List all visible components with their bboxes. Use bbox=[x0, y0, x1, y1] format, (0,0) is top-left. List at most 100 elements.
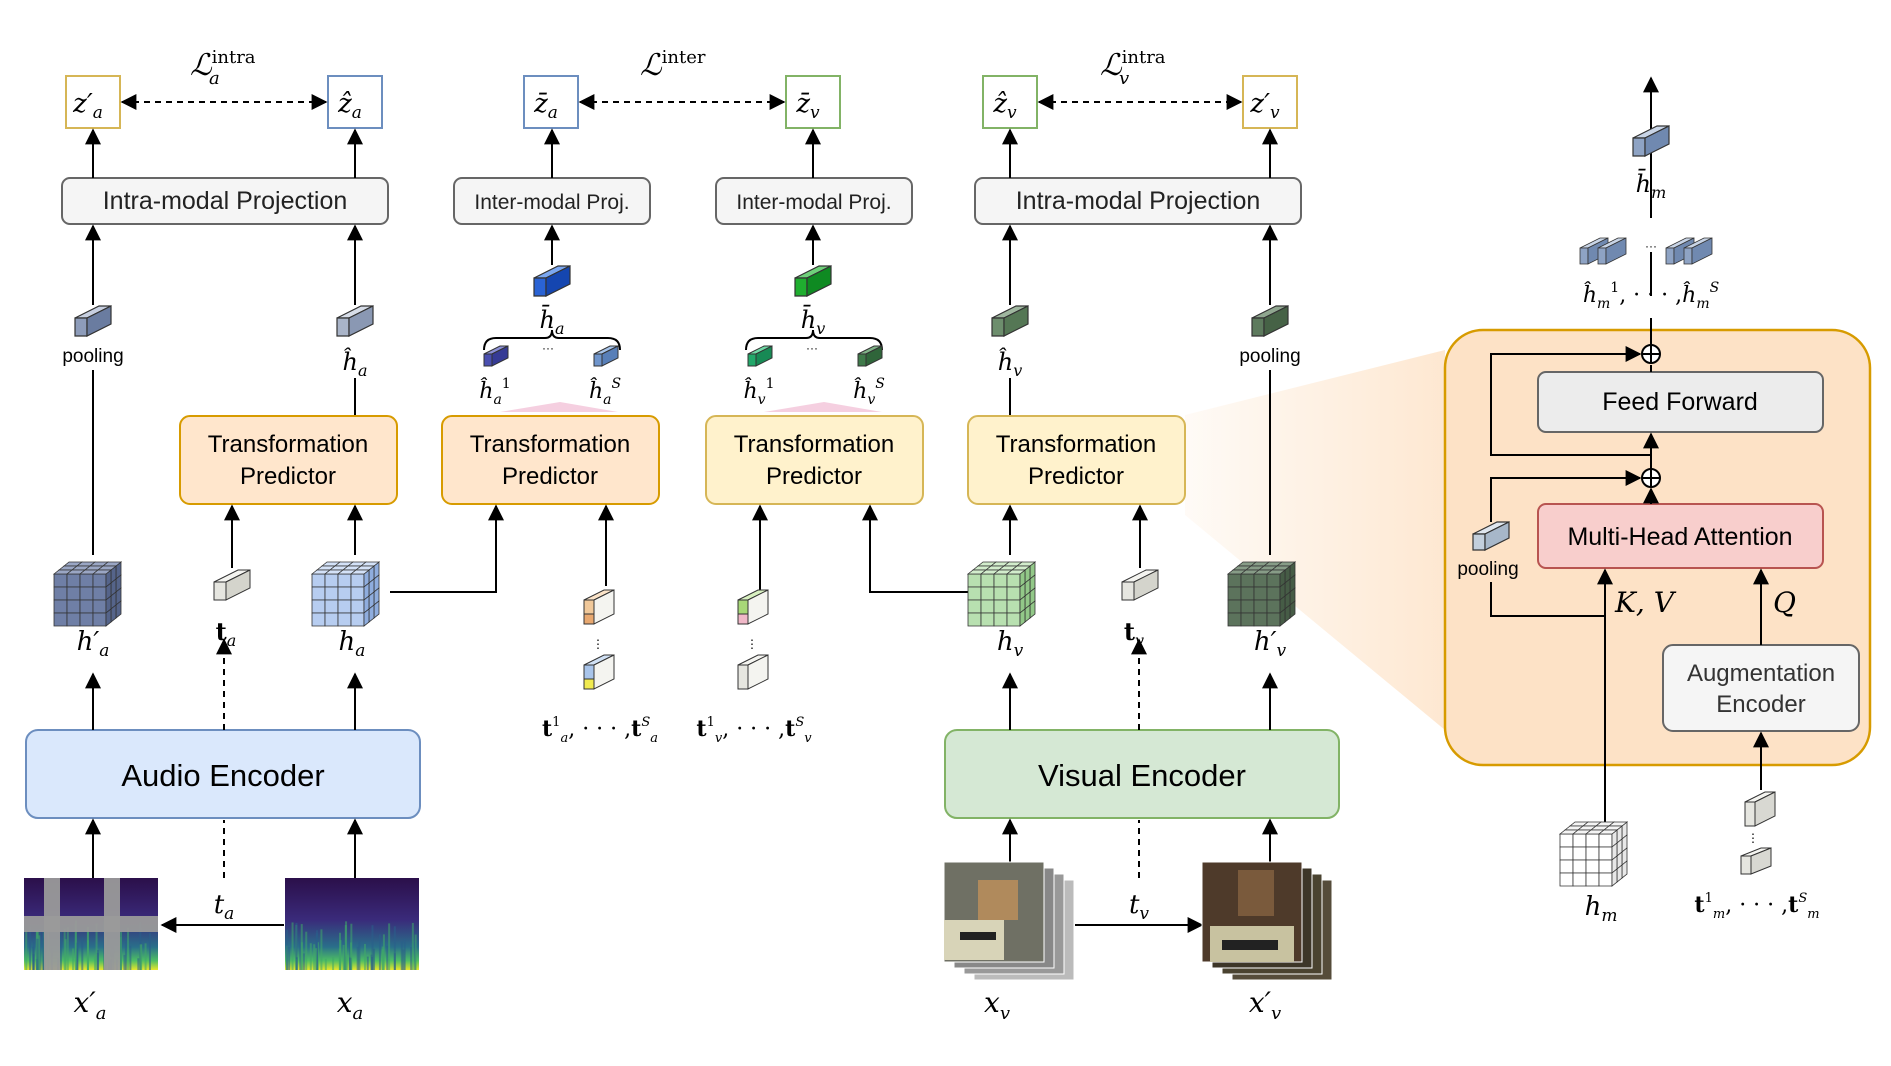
svg-text:Audio Encoder: Audio Encoder bbox=[121, 758, 324, 793]
x-audio-label: xa bbox=[337, 986, 364, 1024]
loss-intra-audio-sub: a bbox=[209, 68, 220, 89]
inter-modal-projection-audio: Inter-modal Proj. bbox=[453, 177, 651, 225]
spectrogram-stripe bbox=[332, 956, 335, 970]
svg-text:Predictor: Predictor bbox=[240, 463, 336, 490]
ellipsis-audio: ··· bbox=[542, 341, 554, 355]
svg-text:⋮: ⋮ bbox=[592, 637, 604, 651]
svg-text:Feed Forward: Feed Forward bbox=[1602, 388, 1758, 416]
h-hat-visual-set-cubes bbox=[747, 345, 883, 367]
spectrogram-stripe bbox=[127, 927, 130, 970]
zoom-wedge bbox=[1185, 350, 1445, 730]
transformation-predictor-2: Transformation Predictor bbox=[441, 415, 660, 505]
z-hat-v-label: ẑv bbox=[992, 89, 1017, 123]
ellipsis-hm: ··· bbox=[1645, 239, 1657, 253]
transform-dashed-arrows bbox=[216, 638, 1147, 878]
spectrogram-stripe bbox=[403, 938, 406, 970]
h-hat-audio-label: ĥa bbox=[342, 347, 367, 380]
spectrogram-stripe bbox=[378, 934, 381, 970]
spectrogram-stripe bbox=[39, 928, 42, 970]
spectrogram-stripe bbox=[348, 957, 351, 970]
svg-text:⋮: ⋮ bbox=[1747, 831, 1759, 845]
z-hat-a-label: ẑa bbox=[337, 89, 362, 123]
spectrogram-stripe bbox=[295, 957, 298, 970]
spectrogram-stripe bbox=[324, 958, 327, 970]
z-prime-a-label: z′a bbox=[72, 89, 103, 123]
svg-text:⋮: ⋮ bbox=[746, 637, 758, 651]
h-hat-v-1-label: ĥv1 bbox=[743, 376, 774, 408]
pooling-label-audio: pooling bbox=[62, 346, 123, 367]
spectrogram-stripe bbox=[120, 931, 123, 970]
transformation-predictor-1: Transformation Predictor bbox=[179, 415, 398, 505]
spectrogram-stripe bbox=[371, 925, 374, 970]
h-prime-visual-label: h′v bbox=[1254, 627, 1287, 661]
h-bar-audio-label: h̄a bbox=[539, 305, 564, 338]
transformation-predictor-3: Transformation Predictor bbox=[705, 415, 924, 505]
visual-encoder-block: Visual Encoder bbox=[944, 729, 1340, 819]
pooled-audio-cube bbox=[74, 305, 112, 337]
spectrogram-stripe bbox=[137, 958, 140, 970]
spectrogram-stripe bbox=[64, 939, 67, 970]
h-hat-m-cube bbox=[1597, 237, 1627, 265]
spectrogram-stripe bbox=[129, 945, 132, 970]
svg-text:Transformation: Transformation bbox=[208, 431, 369, 458]
spectrogram-stripe bbox=[411, 922, 414, 970]
spectrogram-stripe bbox=[32, 938, 35, 970]
t-a-lower: ta bbox=[214, 890, 235, 924]
spectrogram-stripe bbox=[144, 943, 147, 970]
t-v-set-cubes: ⋮ bbox=[737, 589, 769, 690]
spectrogram-stripe bbox=[346, 954, 349, 970]
spectrogram-stripe bbox=[76, 942, 79, 970]
svg-text:Transformation: Transformation bbox=[470, 431, 631, 458]
h-hat-audio-cube bbox=[336, 305, 374, 337]
spectrogram-stripe bbox=[363, 943, 366, 970]
spectrogram-stripe bbox=[366, 956, 369, 970]
spectrogram-stripe bbox=[295, 922, 298, 970]
h-hat-v-S-label: ĥvS bbox=[853, 376, 885, 408]
h-prime-visual-tensor bbox=[1226, 561, 1297, 627]
spectrogram-stripe bbox=[36, 938, 39, 970]
t-m-set-label: t1m, · · · ,tSm bbox=[1694, 891, 1819, 922]
inter-modal-projection-visual: Inter-modal Proj. bbox=[715, 177, 913, 225]
h-hat-m-set-label: ĥm1, · · · ,ĥmS bbox=[1583, 280, 1719, 312]
ellipsis-visual: ··· bbox=[806, 341, 818, 355]
z-prime-v-label: z′v bbox=[1249, 89, 1280, 123]
h-visual-label: hv bbox=[997, 627, 1024, 661]
spectrogram-stripe bbox=[286, 929, 289, 970]
spectrogram-stripe bbox=[74, 920, 77, 970]
z-hat-v-box bbox=[982, 75, 1038, 129]
spectrogram-stripe bbox=[388, 923, 391, 970]
h-visual-tensor bbox=[966, 561, 1037, 627]
spectrogram-stripe bbox=[350, 923, 353, 970]
spectrogram-stripe bbox=[342, 944, 345, 970]
t-v-cube bbox=[1121, 569, 1159, 601]
spectrogram-stripe bbox=[29, 926, 32, 970]
t-v-lower: tv bbox=[1129, 890, 1149, 924]
intra-modal-projection-visual: Intra-modal Projection bbox=[974, 177, 1302, 225]
svg-text:Encoder: Encoder bbox=[1716, 691, 1805, 718]
loss-intra-visual: ℒintra bbox=[1100, 47, 1166, 83]
detail-panel-connectors bbox=[1490, 76, 1769, 825]
h-hat-visual-cube bbox=[991, 305, 1029, 337]
q-label: Q bbox=[1773, 586, 1796, 619]
spectrogram-stripe bbox=[25, 930, 28, 970]
spectrogram-stripe bbox=[300, 924, 303, 970]
h-hat-visual-label: ĥv bbox=[998, 347, 1023, 380]
spectrogram-stripe bbox=[382, 934, 385, 970]
spectrogram-stripe bbox=[305, 931, 308, 970]
h-prime-audio-tensor bbox=[52, 561, 123, 627]
svg-text:Predictor: Predictor bbox=[1028, 463, 1124, 490]
encoder-output-arrows bbox=[85, 672, 1278, 933]
augmentation-encoder-block: Augmentation Encoder bbox=[1662, 644, 1860, 732]
h-m-label: hm bbox=[1585, 892, 1618, 926]
h-hat-audio-set-cubes bbox=[483, 345, 619, 367]
t-a-set-cubes: ⋮ bbox=[583, 589, 615, 690]
spectrogram-stripe bbox=[38, 935, 41, 970]
spectrogram-stripe bbox=[299, 940, 302, 970]
pooling-cube-detail bbox=[1472, 521, 1510, 551]
h-audio-label: ha bbox=[339, 627, 366, 661]
t-v-set-label: t1v, · · · ,tSv bbox=[696, 715, 812, 746]
svg-text:Intra-modal Projection: Intra-modal Projection bbox=[1016, 187, 1261, 215]
predictor-output-fan-visual bbox=[764, 402, 882, 412]
spectrogram-stripe bbox=[288, 947, 291, 970]
h-bar-audio-cube bbox=[533, 265, 571, 297]
